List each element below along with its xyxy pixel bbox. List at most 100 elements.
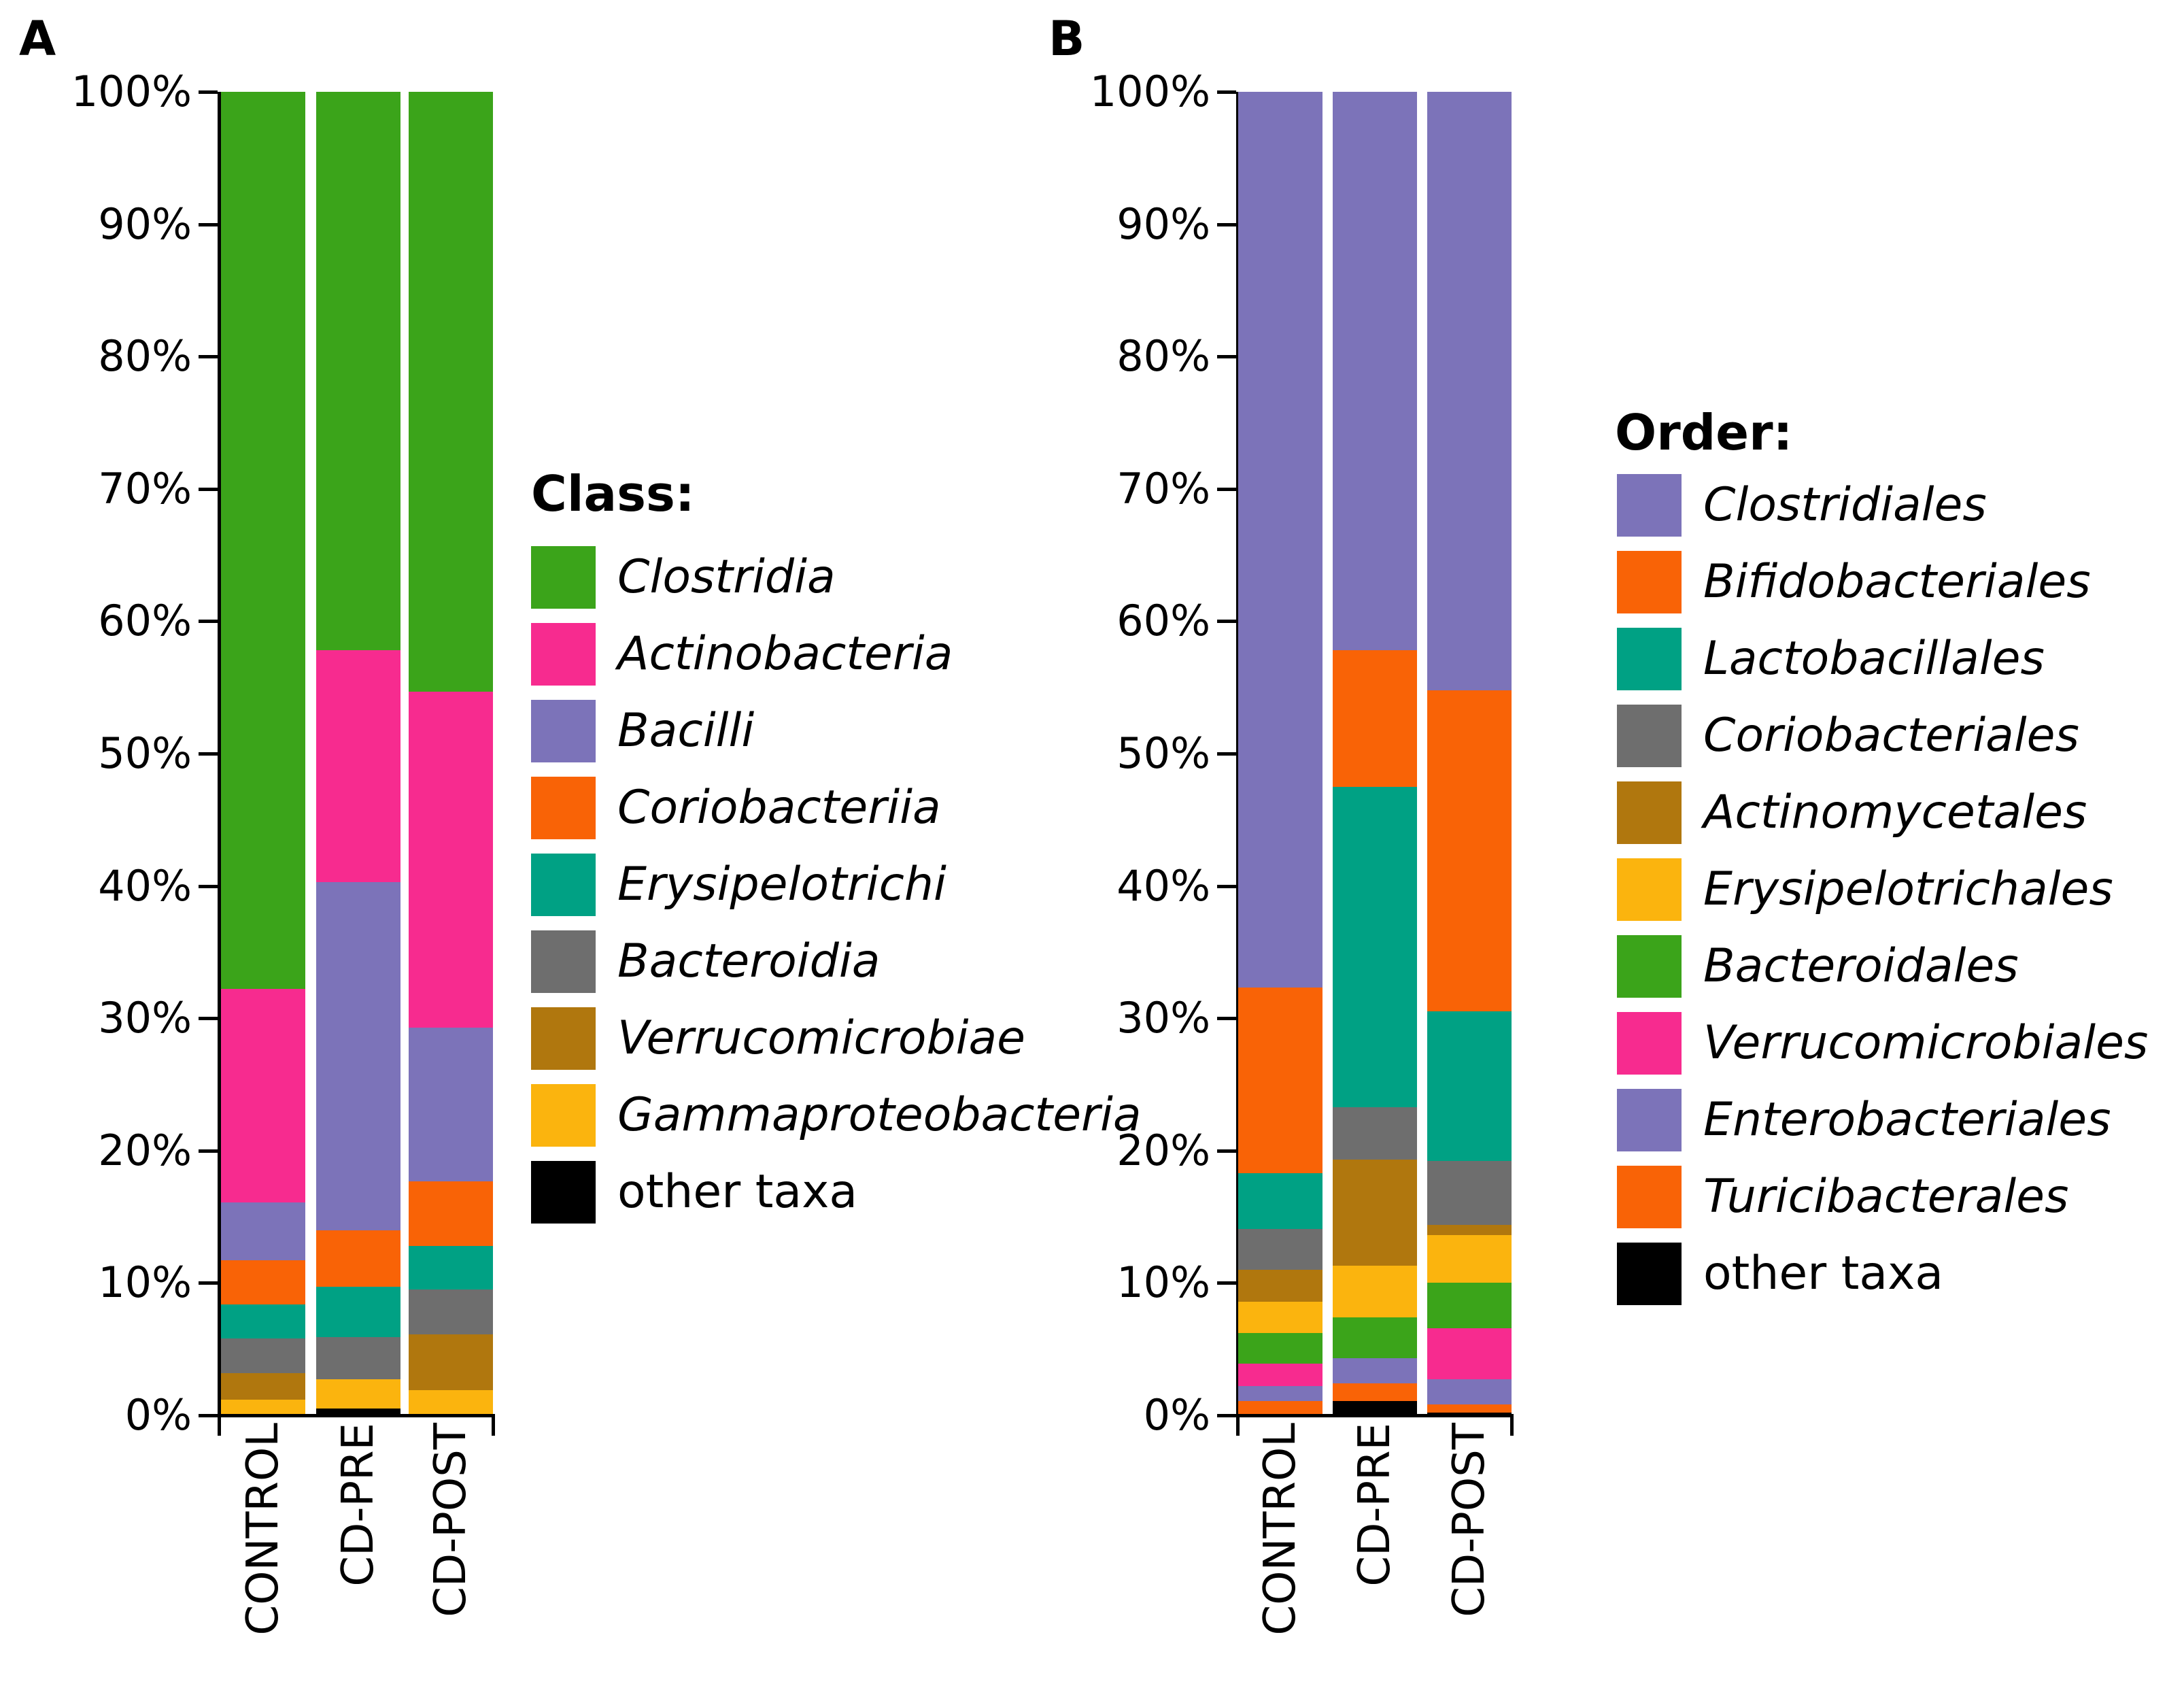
y-tick-label-10: 10% xyxy=(1116,1258,1210,1308)
segment-erysipelotrichi xyxy=(409,1245,493,1290)
legend-label-actinobacteria: Actinobacteria xyxy=(617,627,953,681)
y-tick-30 xyxy=(1217,1017,1236,1021)
segment-coriobacteriales xyxy=(1333,1107,1417,1160)
x-label-cd-pre: CD-PRE xyxy=(1350,1423,1400,1587)
x-axis-right-tick xyxy=(492,1417,495,1436)
y-tick-60 xyxy=(1217,620,1236,624)
legend-label-bacteroidales: Bacteroidales xyxy=(1703,939,2019,993)
x-axis-left-tick xyxy=(1236,1417,1240,1436)
legend-b-title: Order: xyxy=(1615,404,1793,461)
legend-a-title: Class: xyxy=(531,465,695,522)
segment-bifidobacteriales xyxy=(1238,988,1323,1173)
legend-label-other-taxa: other taxa xyxy=(617,1165,858,1219)
y-tick-20 xyxy=(1217,1149,1236,1153)
y-tick-label-80: 80% xyxy=(1116,331,1210,382)
segment-verrucomicrobiae xyxy=(409,1334,493,1391)
legend-swatch-actinobacteria xyxy=(531,623,596,686)
segment-erysipelotrichi xyxy=(316,1287,400,1338)
legend-swatch-verrucomicrobiae xyxy=(531,1007,596,1070)
panel-a-letter: A xyxy=(19,11,56,67)
y-tick-70 xyxy=(199,487,218,491)
y-tick-100 xyxy=(199,90,218,94)
legend-label-bacilli: Bacilli xyxy=(617,704,755,758)
segment-bacilli xyxy=(409,1027,493,1181)
legend-label-verrucomicrobiae: Verrucomicrobiae xyxy=(617,1011,1026,1065)
segment-lactobacillales xyxy=(1238,1173,1323,1229)
legend-swatch-verrucomicrobiales xyxy=(1617,1012,1682,1075)
y-tick-label-80: 80% xyxy=(98,331,192,382)
legend-swatch-coriobacteriales xyxy=(1617,705,1682,767)
segment-bifidobacteriales xyxy=(1333,650,1417,787)
y-tick-label-100: 100% xyxy=(1089,67,1210,116)
segment-other-taxa xyxy=(316,1409,400,1415)
y-tick-90 xyxy=(1217,222,1236,226)
x-axis-right-tick xyxy=(1510,1417,1514,1436)
y-tick-60 xyxy=(199,620,218,624)
segment-actinomycetales xyxy=(1333,1160,1417,1266)
segment-coriobacteriia xyxy=(221,1260,305,1304)
y-tick-label-0: 0% xyxy=(124,1390,192,1440)
y-tick-50 xyxy=(199,752,218,756)
segment-bacilli xyxy=(221,1202,305,1261)
y-tick-40 xyxy=(1217,884,1236,888)
legend-label-gammaproteobacteria: Gammaproteobacteria xyxy=(617,1088,1142,1142)
segment-actinobacteria xyxy=(221,989,305,1202)
segment-bifidobacteriales xyxy=(1427,690,1512,1012)
legend-swatch-bacteroidia xyxy=(531,930,596,993)
x-axis-left-tick xyxy=(218,1417,221,1436)
legend-label-erysipelotrichi: Erysipelotrichi xyxy=(617,858,946,911)
legend-label-coriobacteriales: Coriobacteriales xyxy=(1703,709,2079,762)
legend-swatch-other-taxa xyxy=(1617,1243,1682,1305)
segment-verrucomicrobiales xyxy=(1427,1328,1512,1380)
segment-erysipelotrichales xyxy=(1427,1235,1512,1283)
segment-clostridiales xyxy=(1427,92,1512,690)
y-tick-label-30: 30% xyxy=(98,993,192,1043)
legend-label-actinomycetales: Actinomycetales xyxy=(1703,786,2087,839)
legend-swatch-clostridiales xyxy=(1617,474,1682,537)
segment-coriobacteriia xyxy=(409,1181,493,1246)
y-tick-10 xyxy=(199,1281,218,1285)
y-tick-10 xyxy=(1217,1281,1236,1285)
legend-swatch-erysipelotrichi xyxy=(531,854,596,916)
segment-lactobacillales xyxy=(1333,786,1417,1107)
legend-label-verrucomicrobiales: Verrucomicrobiales xyxy=(1703,1016,2149,1070)
legend-swatch-gammaproteobacteria xyxy=(531,1084,596,1147)
legend-swatch-enterobacteriales xyxy=(1617,1089,1682,1151)
x-axis-a xyxy=(218,1414,495,1417)
legend-swatch-bacteroidales xyxy=(1617,935,1682,998)
segment-actinobacteria xyxy=(316,650,400,882)
legend-label-turicibacterales: Turicibacterales xyxy=(1703,1170,2069,1224)
segment-enterobacteriales xyxy=(1333,1358,1417,1384)
segment-gammaproteobacteria xyxy=(221,1399,305,1415)
y-tick-40 xyxy=(199,884,218,888)
legend-swatch-bifidobacteriales xyxy=(1617,551,1682,613)
segment-bacteroidales xyxy=(1333,1317,1417,1359)
segment-enterobacteriales xyxy=(1427,1379,1512,1405)
legend-label-bifidobacteriales: Bifidobacteriales xyxy=(1703,555,2091,609)
segment-coriobacteriia xyxy=(316,1230,400,1287)
segment-actinomycetales xyxy=(1427,1224,1512,1236)
bar-b-cd-post xyxy=(1427,92,1512,1415)
y-tick-80 xyxy=(199,355,218,359)
segment-coriobacteriales xyxy=(1427,1161,1512,1225)
y-tick-label-70: 70% xyxy=(1116,463,1210,513)
legend-swatch-turicibacterales xyxy=(1617,1166,1682,1228)
y-tick-label-70: 70% xyxy=(98,463,192,513)
legend-label-erysipelotrichales: Erysipelotrichales xyxy=(1703,862,2113,916)
segment-bacilli xyxy=(316,881,400,1230)
panel-b-letter: B xyxy=(1048,11,1085,67)
bar-a-cd-post xyxy=(409,92,493,1415)
legend-swatch-coriobacteriia xyxy=(531,777,596,839)
segment-verrucomicrobiales xyxy=(1238,1364,1323,1387)
segment-turicibacterales xyxy=(1238,1400,1323,1415)
y-axis-a xyxy=(218,92,221,1419)
y-tick-90 xyxy=(199,222,218,226)
segment-clostridia xyxy=(316,92,400,651)
legend-label-clostridia: Clostridia xyxy=(617,550,836,604)
segment-enterobacteriales xyxy=(1238,1386,1323,1401)
bar-b-cd-pre xyxy=(1333,92,1417,1415)
segment-other-taxa xyxy=(1333,1400,1417,1415)
segment-turicibacterales xyxy=(1427,1404,1512,1413)
bar-a-cd-pre xyxy=(316,92,400,1415)
